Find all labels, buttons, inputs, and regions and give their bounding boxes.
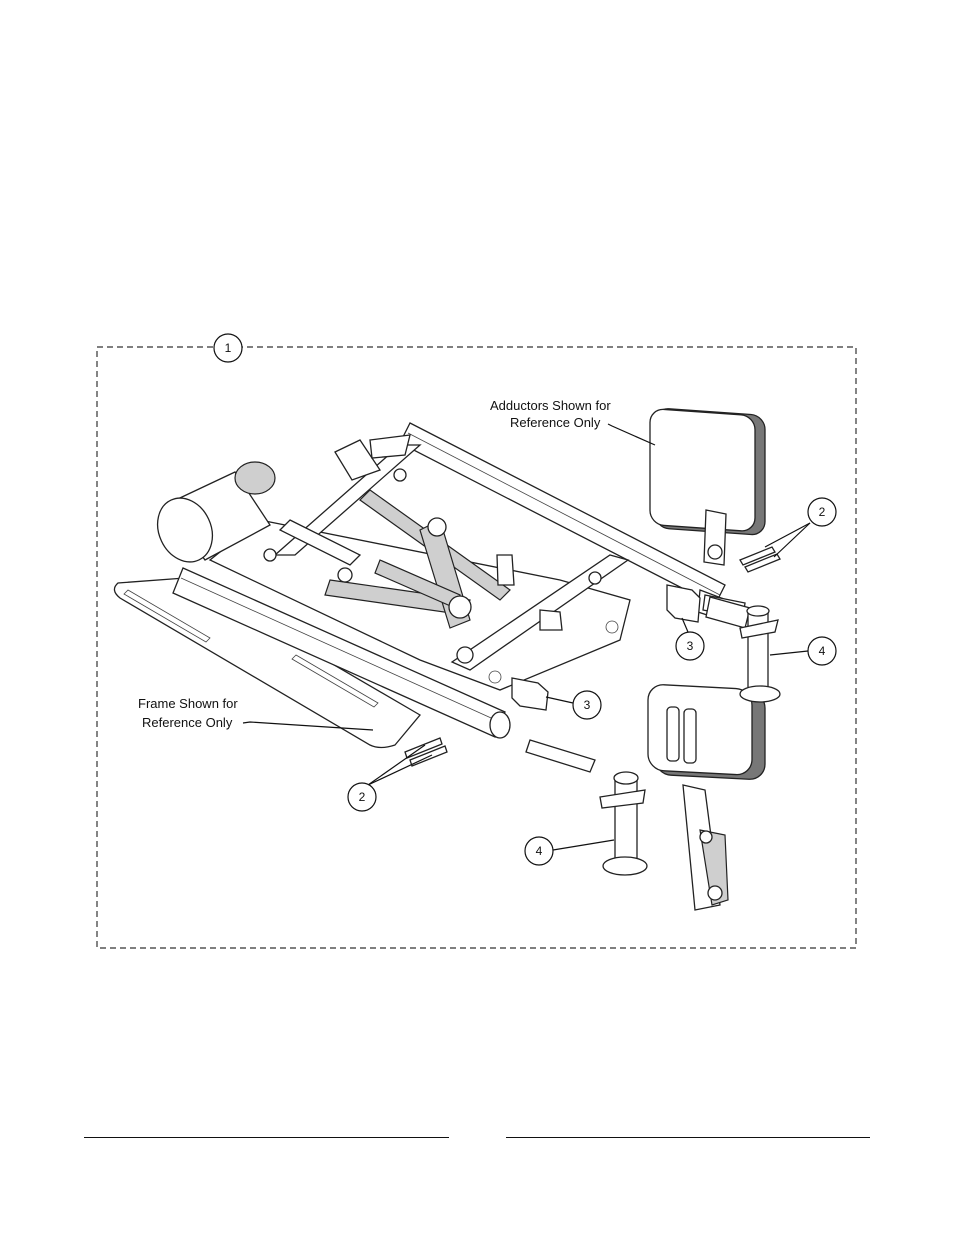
callout-4-lower-label: 4 — [536, 844, 543, 858]
adductors-note-line1: Adductors Shown for — [490, 398, 611, 413]
part-2-pins-lower — [404, 737, 448, 767]
callout-1-bubble — [213, 333, 243, 363]
part-3-block-lower — [511, 677, 549, 711]
part-4-post-lower — [525, 739, 648, 876]
part-3-block-upper — [666, 584, 701, 623]
adductor-pad-lower — [647, 684, 766, 911]
part-4-post-upper — [705, 596, 781, 703]
adductors-note-line2: Reference Only — [510, 415, 601, 430]
callout-3-lower-label: 3 — [584, 698, 591, 712]
callout-4-upper-bubble — [807, 636, 837, 666]
callout-3-upper-bubble — [675, 631, 705, 661]
callout-1-label: 1 — [225, 341, 232, 355]
callout-3-upper-label: 3 — [687, 639, 694, 653]
frame-note-line2: Reference Only — [142, 715, 233, 730]
adductor-pad-upper — [649, 408, 766, 619]
frame-note-line1: Frame Shown for — [138, 696, 238, 711]
frame-reference — [113, 577, 421, 749]
callout-3-lower-bubble — [572, 690, 602, 720]
callout-2-upper-bubble — [807, 497, 837, 527]
footer-rule-left — [84, 1137, 449, 1138]
callout-4-upper-label: 4 — [819, 644, 826, 658]
callout-2-lower-bubble — [347, 782, 377, 812]
callout-2-lower-label: 2 — [359, 790, 366, 804]
callout-4-lower-bubble — [524, 836, 554, 866]
linkage-arms — [263, 468, 602, 664]
footer-rule-right — [506, 1137, 870, 1138]
part-2-pins-upper — [739, 546, 781, 573]
seat-rail-left — [172, 567, 511, 739]
actuator-motor — [156, 434, 411, 563]
callout-2-upper-label: 2 — [819, 505, 826, 519]
